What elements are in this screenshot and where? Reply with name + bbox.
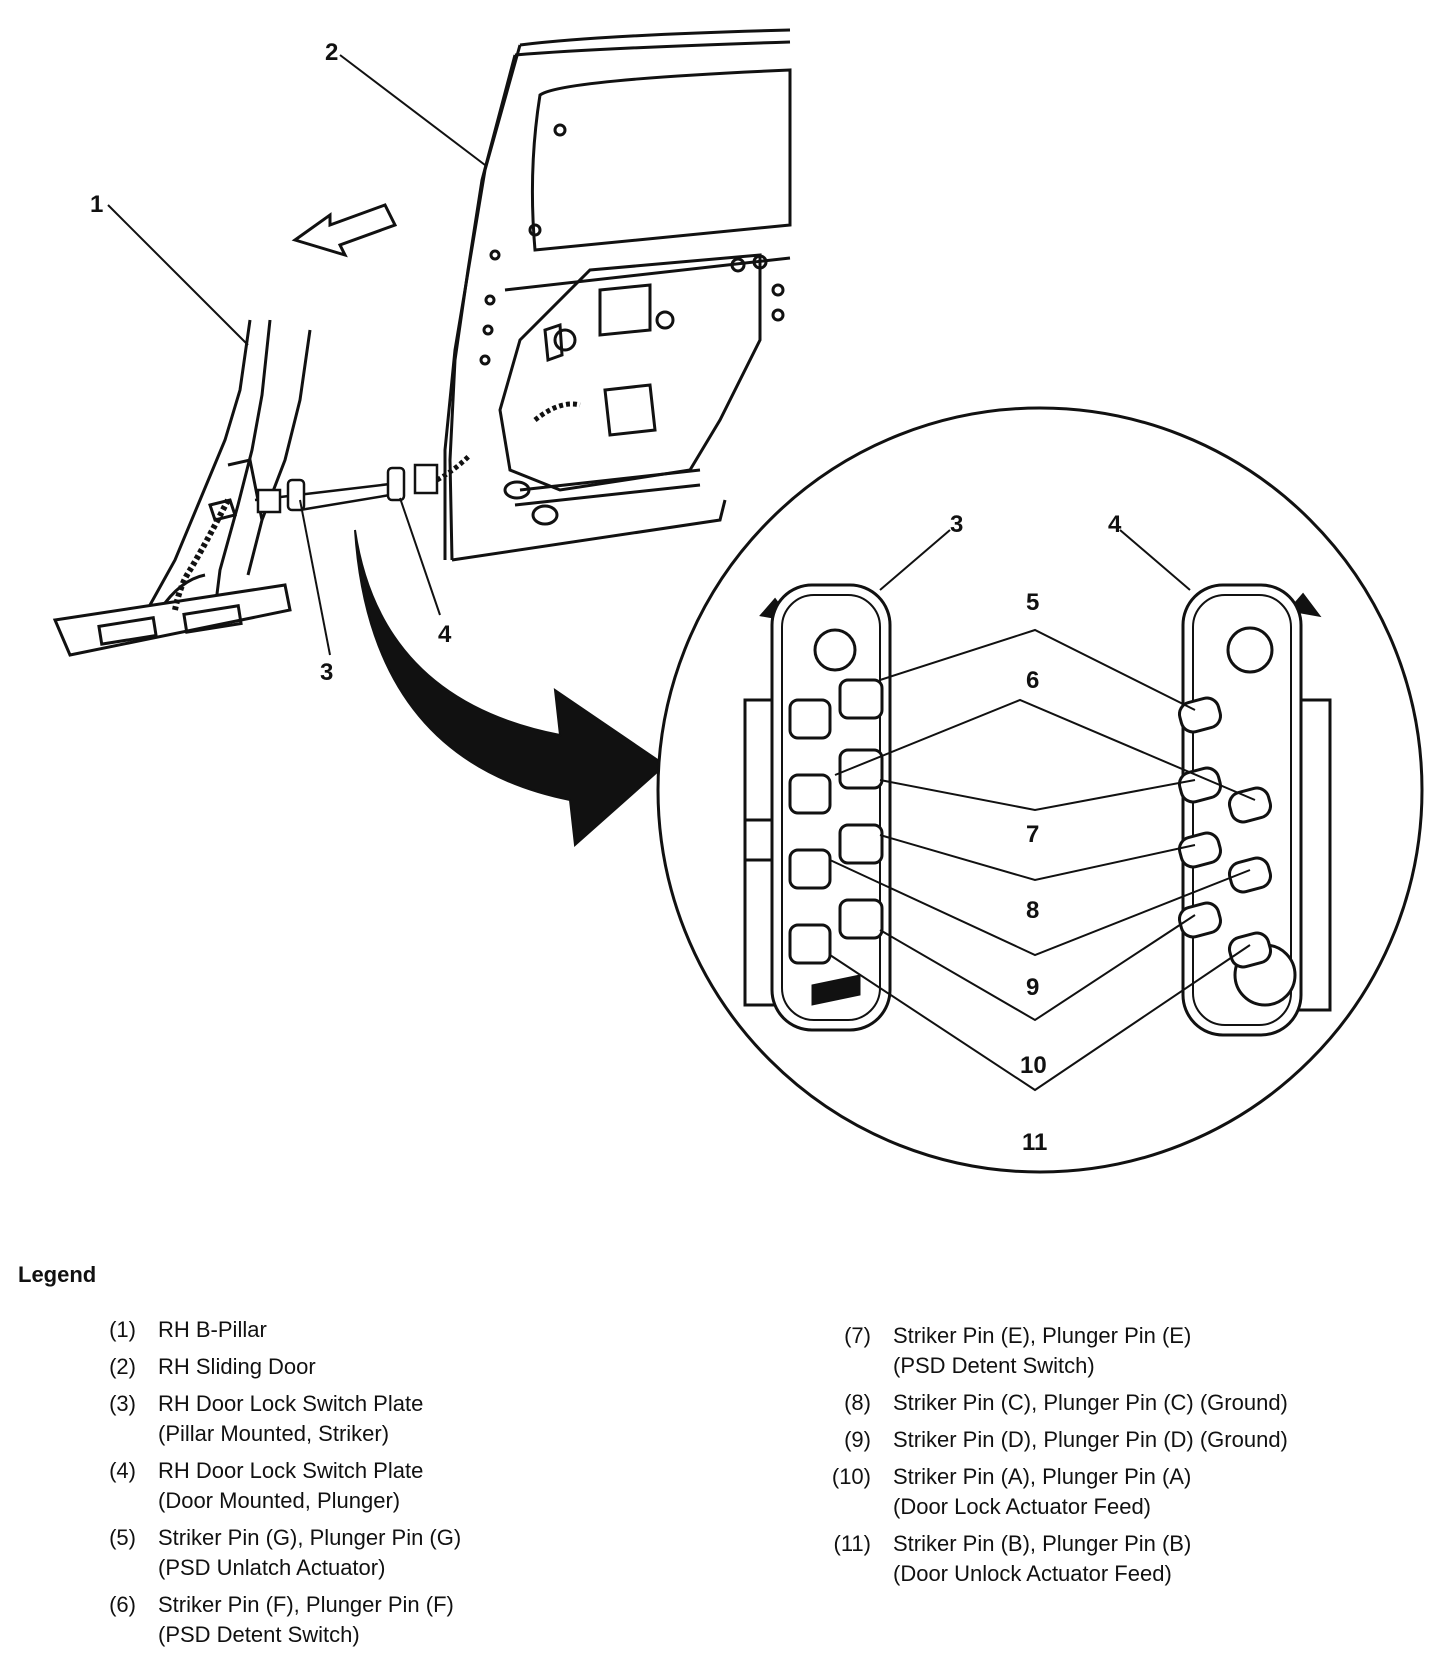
- legend-item-6: (6) Striker Pin (F), Plunger Pin (F) (PS…: [109, 1592, 454, 1647]
- leader-lines: [107, 54, 1256, 1092]
- legend-item-1: (1) RH B-Pillar: [109, 1317, 267, 1342]
- callout-7: 7: [1026, 821, 1039, 848]
- callout-3: 3: [320, 659, 333, 686]
- legend-item-11: (11) Striker Pin (B), Plunger Pin (B) (D…: [833, 1531, 1192, 1586]
- callout-2: 2: [325, 39, 338, 66]
- callout-10: 10: [1020, 1052, 1047, 1079]
- callout-6: 6: [1026, 667, 1039, 694]
- sliding-door-drawing: [443, 28, 792, 562]
- legend-item-9: (9) Striker Pin (D), Plunger Pin (D) (Gr…: [844, 1427, 1288, 1452]
- legend-item-2: (2) RH Sliding Door: [109, 1354, 316, 1379]
- legend-item-7: (7) Striker Pin (E), Plunger Pin (E) (PS…: [844, 1323, 1192, 1378]
- b-pillar-drawing: [52, 319, 312, 657]
- callout-4-detail: 4: [1108, 511, 1122, 538]
- legend-column-left: (1) RH B-Pillar (2) RH Sliding Door (3) …: [80, 1315, 700, 1657]
- legend-item-3: (3) RH Door Lock Switch Plate (Pillar Mo…: [109, 1391, 424, 1446]
- door-lock-switch-diagram: 1 2 3 4 3 4 5 6 7 8 9 10 11: [52, 28, 1424, 1174]
- legend-column-right: (7) Striker Pin (E), Plunger Pin (E) (PS…: [815, 1321, 1455, 1596]
- callout-9: 9: [1026, 974, 1039, 1001]
- legend-item-8: (8) Striker Pin (C), Plunger Pin (C) (Gr…: [844, 1390, 1288, 1415]
- callout-1: 1: [90, 191, 103, 218]
- callout-4: 4: [438, 621, 452, 648]
- legend-item-10: (10) Striker Pin (A), Plunger Pin (A) (D…: [831, 1464, 1192, 1519]
- callout-5: 5: [1026, 589, 1039, 616]
- striker-plate: [743, 583, 892, 1032]
- callout-3-detail: 3: [950, 511, 963, 538]
- callout-11: 11: [1022, 1129, 1047, 1156]
- direction-arrow-icon: [291, 203, 398, 258]
- callout-8: 8: [1026, 897, 1039, 924]
- plunger-plate: [1177, 583, 1332, 1037]
- detail-arrow-icon: [354, 529, 667, 848]
- legend-item-4: (4) RH Door Lock Switch Plate (Door Moun…: [109, 1458, 424, 1513]
- connector-wire: [254, 453, 472, 514]
- legend-item-5: (5) Striker Pin (G), Plunger Pin (G) (PS…: [109, 1525, 462, 1580]
- legend-title: Legend: [18, 1262, 97, 1287]
